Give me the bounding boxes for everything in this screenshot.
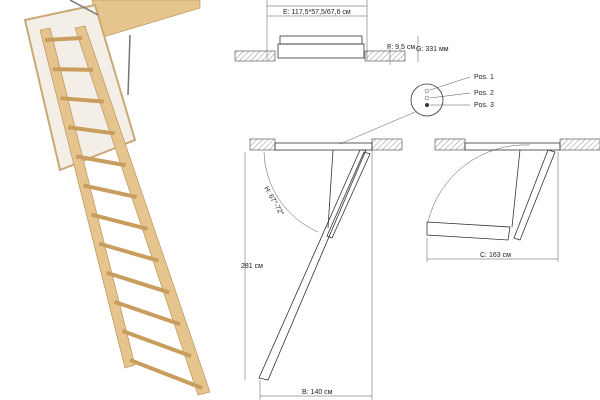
ladder-photo	[23, 0, 211, 396]
dimension-b-label: B: 140 см	[302, 389, 333, 396]
dimension-e-label: E: 117,5*57,5/67,6 см	[283, 9, 351, 16]
ladder-rung	[106, 270, 170, 295]
ladder-rung	[113, 299, 181, 327]
angle-h-label: H: 67°-72°	[262, 185, 285, 217]
dimension-c-label: C: 163 см	[480, 252, 511, 259]
ladder-rung	[60, 96, 104, 104]
pos-3-label: Pos. 3	[474, 102, 494, 109]
ladder-rung	[44, 36, 83, 42]
hatch-lid	[91, 0, 201, 39]
open-ladder-view: H: 67°-72° 281 см B: 140 см	[241, 138, 403, 400]
pos-2-label: Pos. 2	[474, 90, 494, 97]
ladder-rung	[83, 183, 137, 200]
ladder-rung	[90, 212, 148, 231]
dimension-f-label: F: 9,5 см	[387, 44, 415, 51]
ladder-rung	[129, 358, 203, 390]
ladder-rung	[52, 67, 93, 72]
ladder-rung	[75, 154, 126, 168]
dimension-a-label: 281 см	[241, 263, 263, 270]
section-view: E: 117,5*57,5/67,6 см F: 9,5 см G: 331 м…	[234, 0, 449, 65]
ladder-rung	[98, 241, 159, 263]
position-detail: Pos. 1 Pos. 2 Pos. 3	[339, 74, 494, 145]
folding-ladder-view: C: 163 см	[426, 138, 600, 262]
ladder-rung	[121, 329, 192, 359]
ladder-rung	[67, 125, 115, 136]
dimension-g-label: G: 331 мм	[416, 46, 449, 53]
pos-1-label: Pos. 1	[474, 74, 494, 81]
